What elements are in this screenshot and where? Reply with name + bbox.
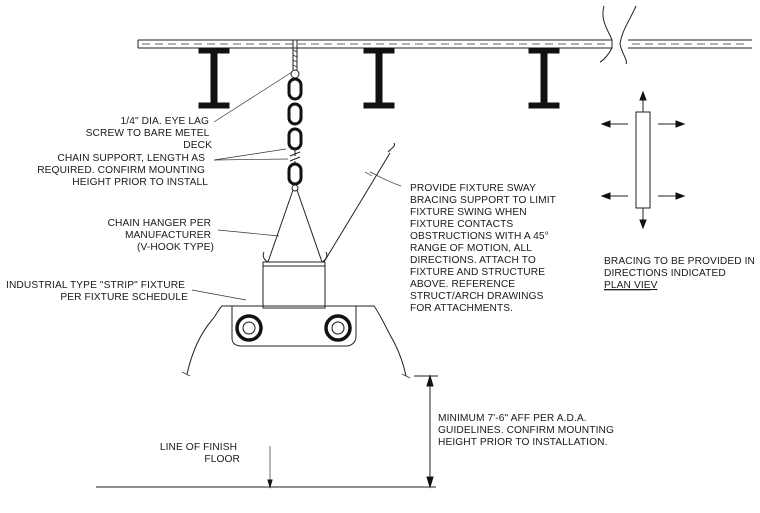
note-bracing-directions: BRACING TO BE PROVIDED IN DIRECTIONS IND… bbox=[604, 256, 758, 279]
plan-view-bracing bbox=[600, 90, 686, 230]
note-minimum-height: MINIMUM 7'-6" AFF PER A.D.A. GUIDELINES.… bbox=[438, 413, 617, 448]
note-fixture: INDUSTRIAL TYPE "STRIP" FIXTURE PER FIXT… bbox=[6, 280, 188, 303]
lamp-end-right bbox=[324, 314, 352, 342]
steel-beams bbox=[198, 47, 560, 109]
note-chain-hanger: CHAIN HANGER PER MANUFACTURER (V-HOOK TY… bbox=[108, 218, 214, 253]
height-dimension bbox=[414, 374, 438, 489]
lamp-end-left bbox=[235, 314, 263, 342]
note-finish-floor: LINE OF FINISH FLOOR bbox=[160, 442, 240, 465]
i-beam bbox=[528, 47, 560, 109]
i-beam bbox=[363, 47, 395, 109]
eye-lag-screw bbox=[290, 40, 300, 79]
sway-bracing-cable bbox=[323, 142, 395, 263]
leader-lines bbox=[191, 71, 402, 489]
plan-view-title: PLAN VIEV bbox=[604, 280, 658, 291]
v-hook-hanger bbox=[262, 189, 328, 263]
i-beam bbox=[198, 47, 230, 109]
strip-fixture bbox=[181, 261, 411, 379]
note-lag-screw: 1/4" DIA. EYE LAG SCREW TO BARE METEL DE… bbox=[86, 116, 212, 151]
chain bbox=[287, 77, 303, 192]
metal-deck bbox=[137, 5, 752, 65]
note-sway-bracing: PROVIDE FIXTURE SWAY BRACING SUPPORT TO … bbox=[410, 183, 559, 314]
note-chain-support: CHAIN SUPPORT, LENGTH AS REQUIRED. CONFI… bbox=[37, 153, 208, 188]
